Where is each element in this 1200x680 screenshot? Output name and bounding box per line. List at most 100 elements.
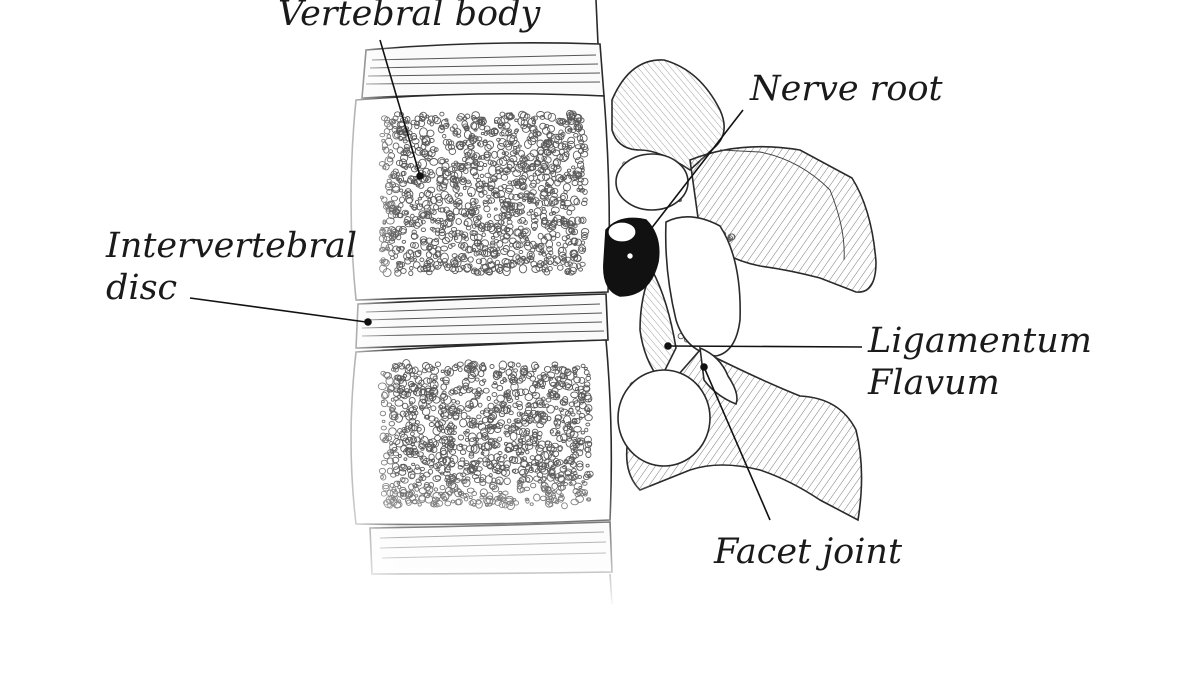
bone-pore <box>422 441 427 446</box>
bone-pore <box>449 265 457 273</box>
bone-pore <box>465 179 471 185</box>
bone-pore <box>565 235 571 239</box>
bone-pore <box>580 363 586 369</box>
bone-pore <box>485 426 491 433</box>
bone-pore <box>456 443 464 452</box>
bone-pore <box>533 207 542 217</box>
bone-pore <box>451 253 458 258</box>
bone-pore <box>512 402 519 408</box>
bone-pore <box>543 264 548 269</box>
bone-pore <box>403 144 410 149</box>
bone-pore <box>435 227 441 233</box>
bone-pore <box>442 171 452 181</box>
bone-pore <box>521 186 526 190</box>
bone-pore <box>547 260 553 266</box>
bone-pore <box>506 397 514 403</box>
bone-pore <box>583 392 592 401</box>
bone-pore <box>532 244 538 250</box>
bone-pore <box>456 405 465 412</box>
bone-pore <box>523 369 529 376</box>
bone-pore <box>464 202 472 210</box>
bone-pore <box>585 375 591 382</box>
bone-pore <box>581 168 585 173</box>
bone-pore <box>413 221 421 229</box>
bone-pore <box>541 396 546 402</box>
bone-pore <box>585 422 591 427</box>
bone-pore <box>510 424 518 431</box>
bone-pore <box>490 175 498 183</box>
bone-pore <box>539 248 545 253</box>
bone-pore <box>546 404 555 414</box>
bone-pore <box>503 454 508 459</box>
bone-pore <box>471 122 480 131</box>
bone-pore <box>498 360 508 371</box>
bone-pore <box>459 449 467 455</box>
bone-pore <box>579 134 588 143</box>
bone-pore <box>566 118 572 124</box>
bone-pore <box>541 252 547 257</box>
bone-pore <box>496 385 504 392</box>
bone-pore <box>421 368 428 374</box>
bone-pore <box>417 197 422 201</box>
bone-pore <box>509 367 514 371</box>
bone-pore <box>448 436 453 441</box>
bone-pore <box>521 441 526 445</box>
bone-pore <box>510 381 519 392</box>
bone-pore <box>451 398 456 404</box>
bone-pore <box>463 162 472 169</box>
bone-pore <box>470 444 478 453</box>
bone-pore <box>470 114 477 121</box>
bone-pore <box>408 249 413 255</box>
bone-pore <box>452 129 459 137</box>
bone-pore <box>574 365 581 371</box>
facet-joint-leader <box>703 366 771 521</box>
bone-pore <box>464 152 472 160</box>
bone-pore <box>429 380 439 390</box>
bone-pore <box>473 219 482 227</box>
bone-pore <box>503 430 508 435</box>
facet-joint-label: Facet joint <box>714 532 903 572</box>
bone-pore <box>467 186 476 197</box>
bone-pore <box>474 390 481 398</box>
bone-pore <box>480 239 489 248</box>
bone-pore <box>410 383 419 393</box>
bone-pore <box>432 217 437 222</box>
bone-pore <box>435 251 441 257</box>
bone-pore <box>487 414 495 424</box>
bone-pore <box>465 245 472 254</box>
bone-pore <box>550 206 560 214</box>
bone-pore <box>550 381 557 387</box>
bone-pore <box>484 182 490 187</box>
facet-joint-dot <box>700 363 708 371</box>
bone-pore <box>469 197 477 206</box>
bone-pore <box>469 230 477 237</box>
bone-pore <box>558 407 565 412</box>
bone-pore <box>501 258 510 266</box>
bone-pore <box>566 428 575 438</box>
bone-pore <box>518 249 524 255</box>
bone-pore <box>561 143 570 150</box>
bone-pore <box>523 168 528 173</box>
bone-pore <box>533 364 540 369</box>
ligamentum-flavum-leader <box>667 345 863 348</box>
bone-pore <box>405 421 413 430</box>
bone-pore <box>478 155 483 160</box>
bone-pore <box>496 370 503 377</box>
bone-pore <box>475 438 479 442</box>
bone-pore <box>419 388 426 396</box>
bone-pore <box>452 262 459 269</box>
bone-pore <box>550 235 557 241</box>
bone-pore <box>408 382 418 392</box>
bone-pore <box>477 402 483 408</box>
bone-pore <box>575 386 580 392</box>
bone-pore <box>450 242 456 247</box>
bone-pore <box>514 118 519 123</box>
bone-pore <box>552 217 558 222</box>
bone-pore <box>572 150 581 161</box>
nerve-root-label: Nerve root <box>750 69 943 109</box>
bone-pore <box>503 392 511 399</box>
bone-pore <box>478 117 487 126</box>
bone-pore <box>456 361 464 367</box>
bone-pore <box>464 236 469 242</box>
